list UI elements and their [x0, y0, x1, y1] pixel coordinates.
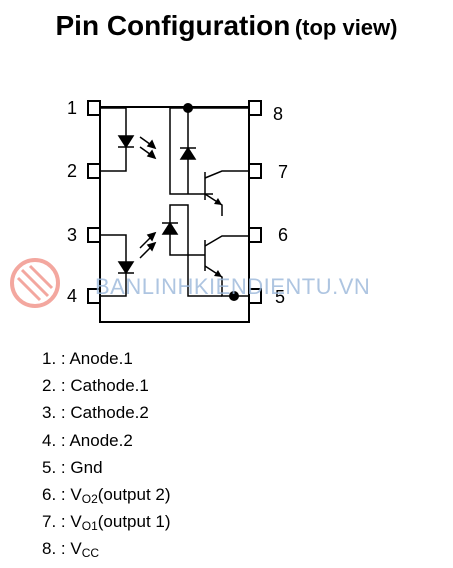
vcc-rail	[169, 107, 249, 195]
transistor2-emitter-arrow-icon	[214, 270, 222, 277]
led2-diode-icon	[117, 261, 135, 275]
light-arrows-icon	[139, 136, 157, 259]
photodiode1-icon	[179, 146, 197, 160]
pin-8-stub	[248, 100, 262, 116]
watermark-logo-icon	[10, 258, 60, 308]
pin-label-5: 5	[275, 287, 285, 307]
pin-label-8: 8	[273, 104, 283, 124]
pin-description-list: 1. : Anode.1 2. : Cathode.1 3. : Cathode…	[42, 345, 171, 563]
transistor1-collector	[204, 170, 249, 179]
gnd-junction-dot	[229, 291, 239, 301]
list-item: 4. : Anode.2	[42, 430, 133, 450]
list-item: 7. : VO1(output 1)	[42, 512, 171, 534]
pin-2-stub	[87, 163, 101, 179]
photodiode2-icon	[161, 221, 179, 235]
list-item: 3. : Cathode.2	[42, 403, 149, 423]
led1-diode-icon	[117, 135, 135, 149]
gnd-wire	[187, 255, 222, 297]
title-subtitle: (top view)	[294, 15, 398, 40]
circuit-diagram: 1 2 3 4 8 7 6 5	[10, 98, 370, 323]
transistor1-emitter-arrow-icon	[214, 198, 222, 205]
page-title: Pin Configuration (top view)	[0, 10, 453, 42]
pin-label-4: 4	[67, 286, 77, 306]
transistor2-collector	[204, 235, 249, 247]
vcc-junction-dot	[183, 103, 193, 113]
list-item: 8. : VCC	[42, 539, 100, 561]
list-item: 2. : Cathode.1	[42, 376, 149, 396]
list-item: 5. : Gnd	[42, 457, 103, 477]
pin-label-2: 2	[67, 161, 77, 181]
transistor1-emitter	[204, 193, 223, 216]
pin-6-stub	[248, 227, 262, 243]
pin-3-stub	[87, 227, 101, 243]
pin-label-6: 6	[278, 225, 288, 245]
pin-label-3: 3	[67, 225, 77, 245]
ic-package	[99, 106, 250, 323]
list-item: 1. : Anode.1	[42, 349, 133, 368]
pin-7-stub	[248, 163, 262, 179]
list-item: 6. : VO2(output 2)	[42, 484, 171, 506]
pin-label-7: 7	[278, 162, 288, 182]
pin-stubs	[87, 100, 262, 304]
title-main: Pin Configuration	[55, 10, 291, 41]
pin-label-1: 1	[67, 98, 77, 118]
pin-1-stub	[87, 100, 101, 116]
watermark-text: BANLINHKIENDIENTU.VN	[95, 274, 370, 299]
